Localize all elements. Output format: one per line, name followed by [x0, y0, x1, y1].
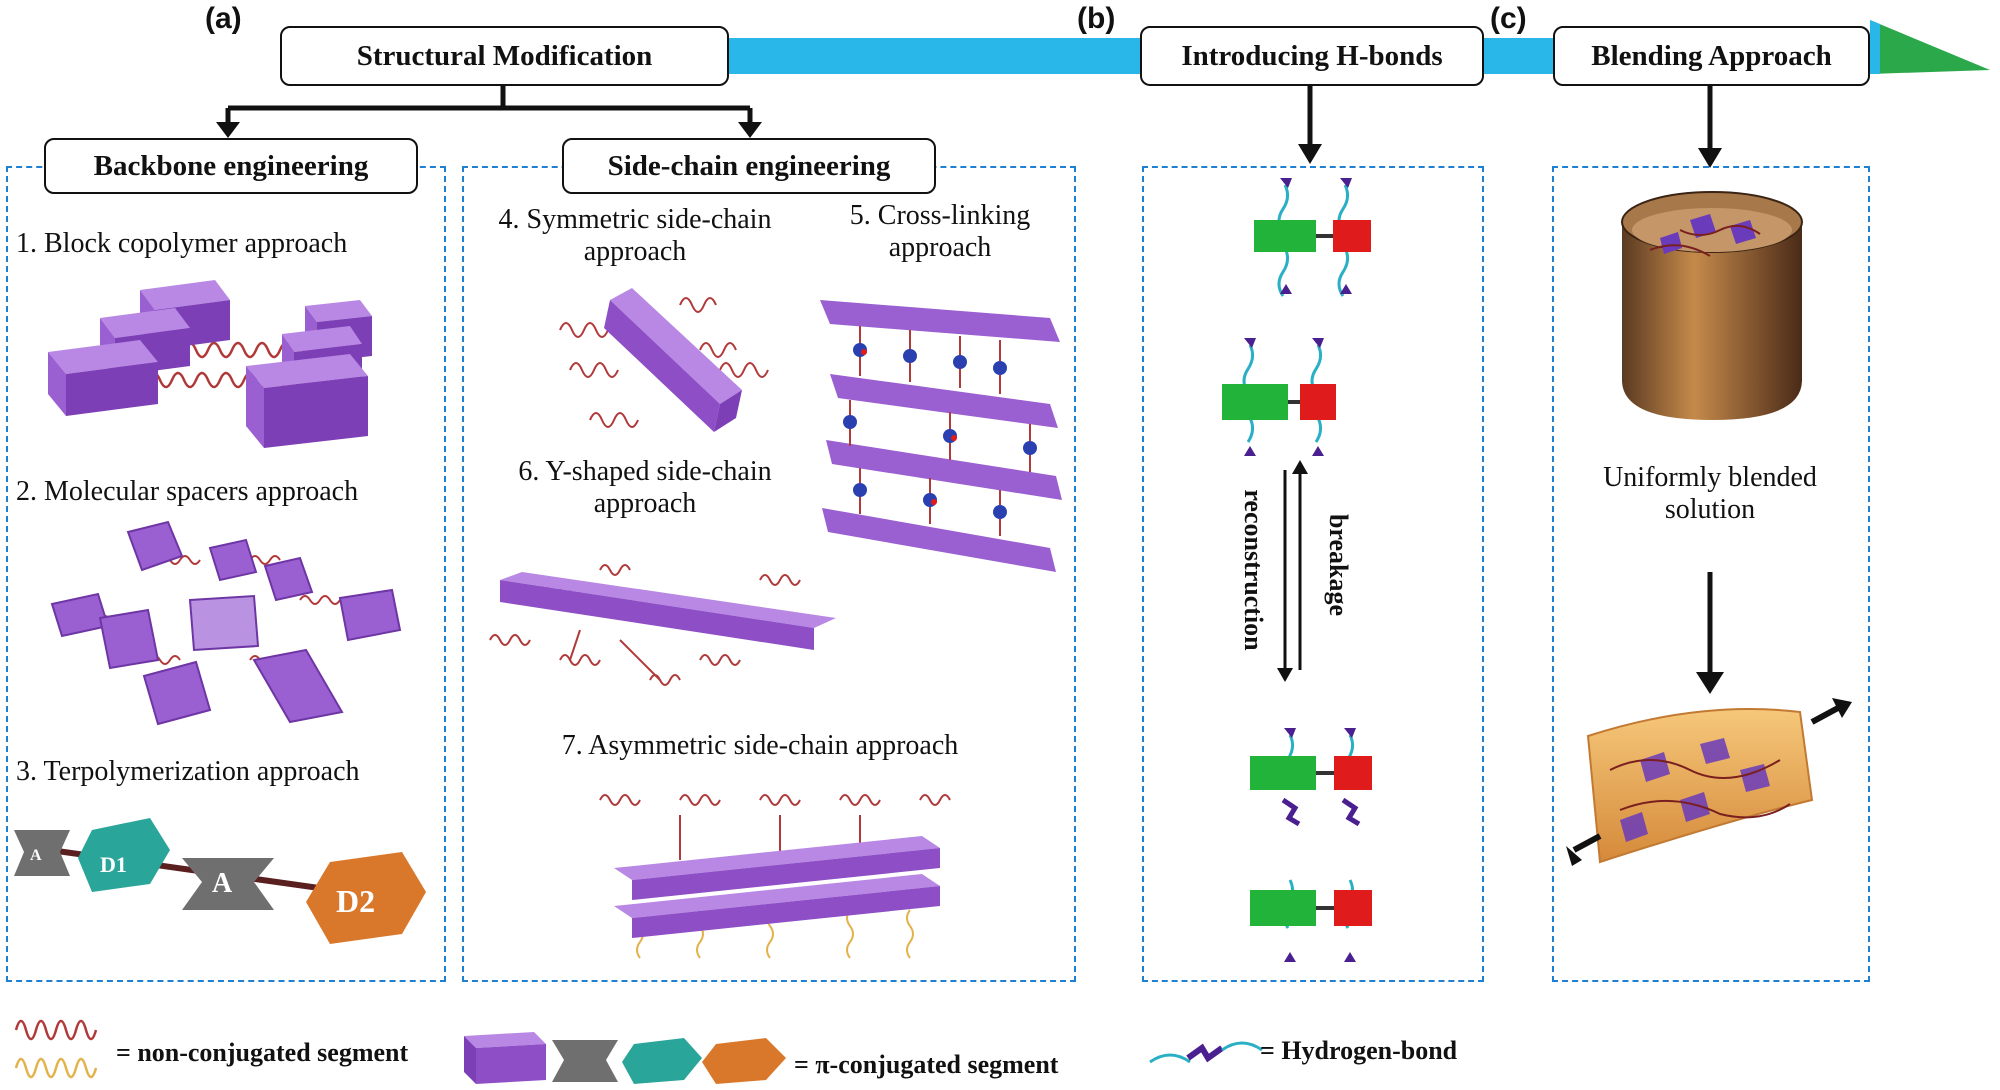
asymmetric-side-chain-label: 7. Asymmetric side-chain approach [561, 730, 959, 761]
cross-linking-label: 5. Cross-linking approach [849, 200, 1031, 264]
side-chain-engineering-title: Side-chain engineering [562, 138, 936, 194]
non-conjugated-legend: = non-conjugated segment [116, 1038, 409, 1067]
unit-a2-label: A [212, 868, 233, 899]
h-bond-panel [1142, 166, 1484, 982]
terpolymerization-label: 3. Terpolymerization approach [16, 756, 360, 787]
unit-d1-label: D1 [100, 852, 127, 877]
blending-panel [1552, 166, 1870, 982]
block-copolymer-label: 1. Block copolymer approach [16, 228, 348, 259]
unit-d2-label: D2 [336, 883, 375, 919]
molecular-spacers-label: 2. Molecular spacers approach [16, 476, 359, 507]
backbone-engineering-title: Backbone engineering [44, 138, 418, 194]
panel-b-tag: (b) [1077, 2, 1116, 35]
y-shaped-side-chain-label: 6. Y-shaped side-chain approach [518, 456, 772, 520]
panel-c-tag: (c) [1490, 2, 1527, 35]
hydrogen-bond-legend: = Hydrogen-bond [1260, 1036, 1458, 1065]
unit-a1-label: A [30, 847, 42, 864]
structural-modification-header: Structural Modification [280, 26, 729, 86]
pi-conjugated-legend: = π-conjugated segment [794, 1050, 1059, 1079]
pi-conjugated-icon [464, 1032, 786, 1084]
symmetric-side-chain-label: 4. Symmetric side-chain approach [498, 204, 772, 268]
panel-a-tag: (a) [205, 2, 242, 35]
hydrogen-bond-icon [1149, 1041, 1263, 1064]
non-conjugated-icon [14, 1019, 98, 1079]
uniformly-blended-solution-caption: Uniformly blended solution [1603, 462, 1817, 526]
